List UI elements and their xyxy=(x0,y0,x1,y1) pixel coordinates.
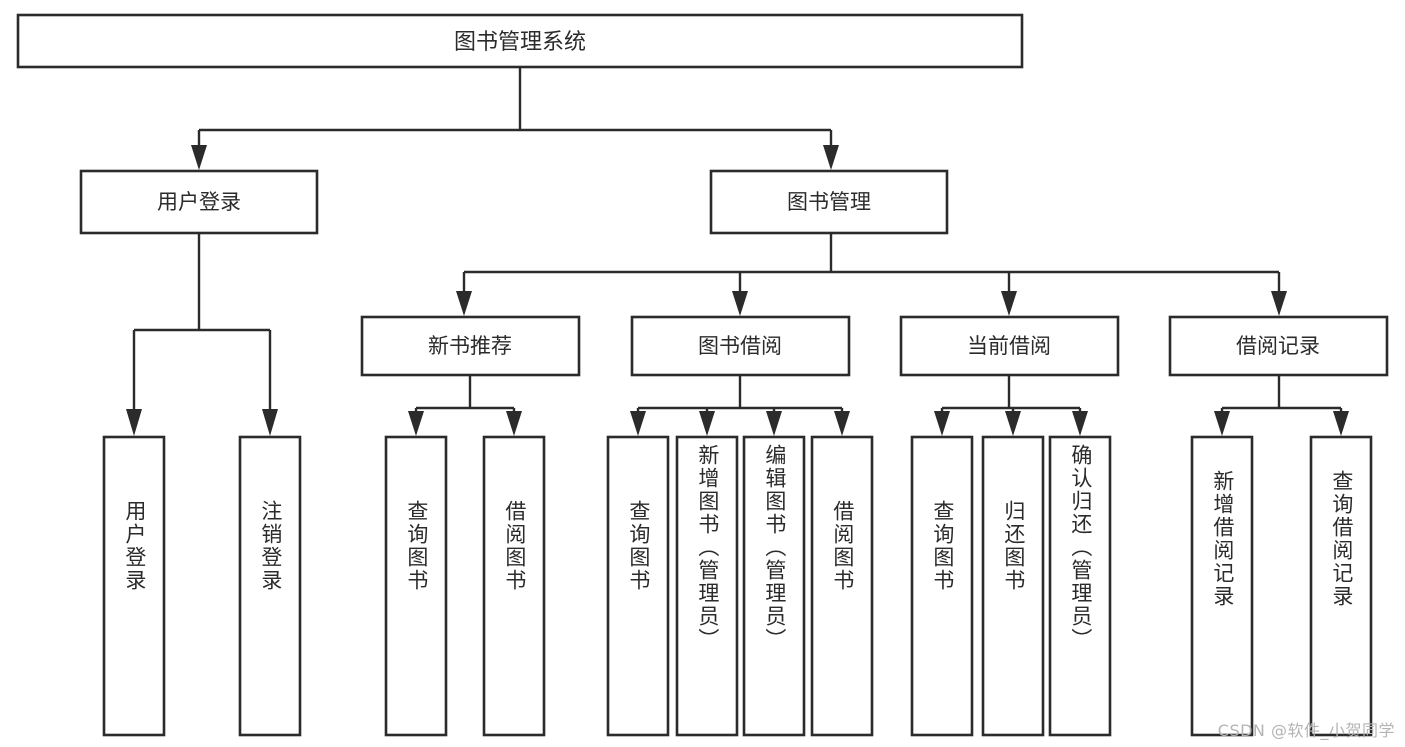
arrow-book-manage xyxy=(823,145,839,170)
leaf-box-edit-book[interactable] xyxy=(742,435,806,737)
leaf-box-confirm-return[interactable] xyxy=(1048,435,1112,737)
leaf-box-query-book-1[interactable] xyxy=(384,435,448,737)
node-user-login[interactable]: 用户登录 xyxy=(79,169,319,235)
arrow-borrow-record xyxy=(1271,291,1287,316)
node-root-box[interactable] xyxy=(16,13,1024,69)
node-borrow-record-label: 借阅记录 xyxy=(1236,334,1320,358)
arrow-leaf-logout xyxy=(262,409,278,436)
arrow-add-record xyxy=(1214,411,1230,436)
connector-group-user-login xyxy=(126,233,278,436)
connector-group-book-borrow xyxy=(630,375,850,436)
leaf-box-return-book[interactable] xyxy=(981,435,1045,737)
node-current-borrow-box[interactable] xyxy=(899,315,1120,377)
node-borrow-record-box[interactable] xyxy=(1168,315,1389,377)
leaf-box-query-book-3[interactable] xyxy=(910,435,974,737)
node-user-login-label: 用户登录 xyxy=(157,190,241,214)
leaf-box-borrow-book-2[interactable] xyxy=(810,435,874,737)
arrow-book-borrow xyxy=(732,291,748,316)
watermark: CSDN @软件_小贺同学 xyxy=(1217,721,1395,740)
arrow-query-record xyxy=(1333,411,1349,436)
arrow-current-borrow xyxy=(1001,291,1017,316)
connector-group-borrow-record xyxy=(1214,375,1349,436)
arrow-new-book-rec xyxy=(456,291,472,316)
arrow-user-login xyxy=(191,145,207,170)
connector-group-root xyxy=(191,67,839,170)
leaf-box-add-book[interactable] xyxy=(675,435,739,737)
leaf-box-logout[interactable] xyxy=(238,435,302,737)
arrow-query-book-1 xyxy=(408,411,424,436)
leaf-box-query-book-2[interactable] xyxy=(606,435,670,737)
node-borrow-record[interactable]: 借阅记录 xyxy=(1168,315,1389,377)
node-book-manage-box[interactable] xyxy=(709,169,949,235)
arrow-borrow-book-2 xyxy=(834,411,850,436)
leaf-box-borrow-book-1[interactable] xyxy=(482,435,546,737)
node-book-manage[interactable]: 图书管理 xyxy=(709,169,949,235)
node-current-borrow[interactable]: 当前借阅 xyxy=(899,315,1120,377)
arrow-return-book xyxy=(1005,411,1021,436)
connector-group-book-manage xyxy=(456,233,1287,316)
arrow-query-book-3 xyxy=(934,411,950,436)
arrow-confirm-return xyxy=(1072,411,1088,436)
node-new-book-rec-box[interactable] xyxy=(360,315,581,377)
leaf-box-user-login[interactable] xyxy=(102,435,166,737)
leaf-box-query-record[interactable] xyxy=(1309,435,1373,737)
node-book-manage-label: 图书管理 xyxy=(787,190,871,214)
leaf-box-add-record[interactable] xyxy=(1190,435,1254,737)
node-root[interactable]: 图书管理系统 xyxy=(16,13,1024,69)
node-user-login-box[interactable] xyxy=(79,169,319,235)
node-book-borrow[interactable]: 图书借阅 xyxy=(630,315,851,377)
leaf-boxes xyxy=(102,435,1373,737)
arrow-query-book-2 xyxy=(630,411,646,436)
node-new-book-rec[interactable]: 新书推荐 xyxy=(360,315,581,377)
node-root-label: 图书管理系统 xyxy=(454,30,586,55)
arrow-add-book xyxy=(699,411,715,436)
node-book-borrow-box[interactable] xyxy=(630,315,851,377)
node-new-book-rec-label: 新书推荐 xyxy=(428,334,512,358)
connector-group-current-borrow xyxy=(934,375,1088,436)
node-book-borrow-label: 图书借阅 xyxy=(698,334,782,358)
connector-group-new-book-rec xyxy=(408,375,522,436)
arrow-edit-book xyxy=(766,411,782,436)
node-current-borrow-label: 当前借阅 xyxy=(967,334,1051,358)
arrow-borrow-book-1 xyxy=(506,411,522,436)
arrow-leaf-user-login xyxy=(126,409,142,436)
